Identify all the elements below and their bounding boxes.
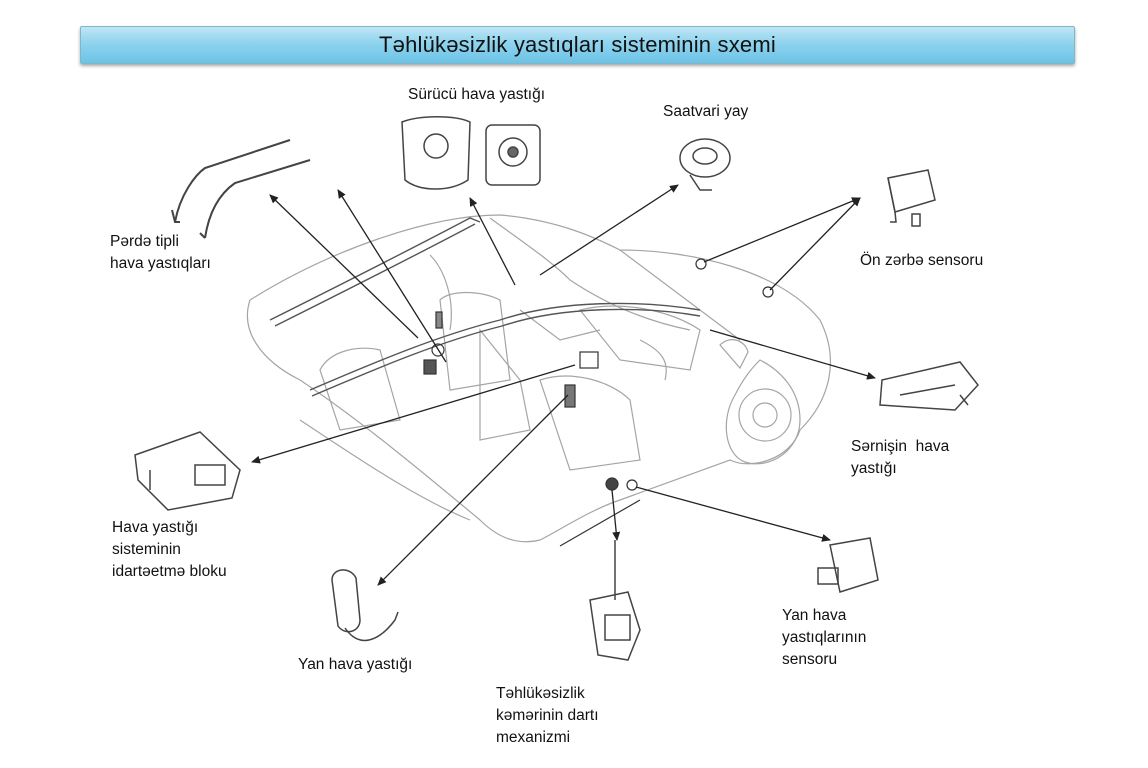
arrow-passenger <box>709 329 876 380</box>
callout-arrows <box>251 184 876 586</box>
arrow-front-sensor-b <box>769 197 861 291</box>
label-passenger-airbag: Sərnişin hava yastığı <box>851 438 950 477</box>
label-front-sensor: Ön zərbə sensoru <box>860 252 984 269</box>
in-car-components <box>423 258 774 547</box>
label-control-unit: Hava yastığı sisteminin idartəetmə bloku <box>112 519 227 580</box>
label-side-airbag: Yan hava yastığı <box>298 656 413 673</box>
arrow-side-airbag <box>377 394 569 586</box>
arrow-seatbelt <box>611 489 621 541</box>
diagram-title-bar: Təhlükəsizlik yastıqları sisteminin sxem… <box>80 26 1075 64</box>
arrow-control-unit <box>251 364 576 464</box>
passenger-airbag-icon <box>879 361 979 411</box>
side-sensor-icon <box>817 537 879 593</box>
label-clock-spring: Saatvari yay <box>663 103 749 120</box>
front-sensor-icon <box>887 169 936 227</box>
label-driver-airbag: Sürücü hava yastığı <box>408 86 545 103</box>
driver-airbag-icon <box>401 116 541 190</box>
curtain-airbag-icon <box>171 139 311 239</box>
label-curtain-airbags: Pərdə tipli hava yastıqları <box>110 233 211 272</box>
arrow-driver <box>469 197 516 286</box>
arrow-clock-spring <box>539 184 679 276</box>
arrow-curtain-b <box>337 189 447 363</box>
control-unit-icon <box>134 431 241 511</box>
arrow-front-sensor-a <box>703 197 861 263</box>
car-outline <box>246 214 831 543</box>
arrow-curtain-a <box>269 194 419 339</box>
clock-spring-icon <box>679 138 731 191</box>
side-airbag-icon <box>331 569 399 642</box>
arrow-side-sensor <box>635 486 831 542</box>
roof-curtain-rail <box>269 217 701 397</box>
label-seatbelt-tensioner: Təhlükəsizlik kəmərinin dartı mexanizmi <box>496 685 599 746</box>
label-side-sensor: Yan hava yastıqlarının sensoru <box>782 607 867 668</box>
diagram-title: Təhlükəsizlik yastıqları sisteminin sxem… <box>379 32 776 57</box>
seatbelt-retractor-icon <box>589 540 641 661</box>
